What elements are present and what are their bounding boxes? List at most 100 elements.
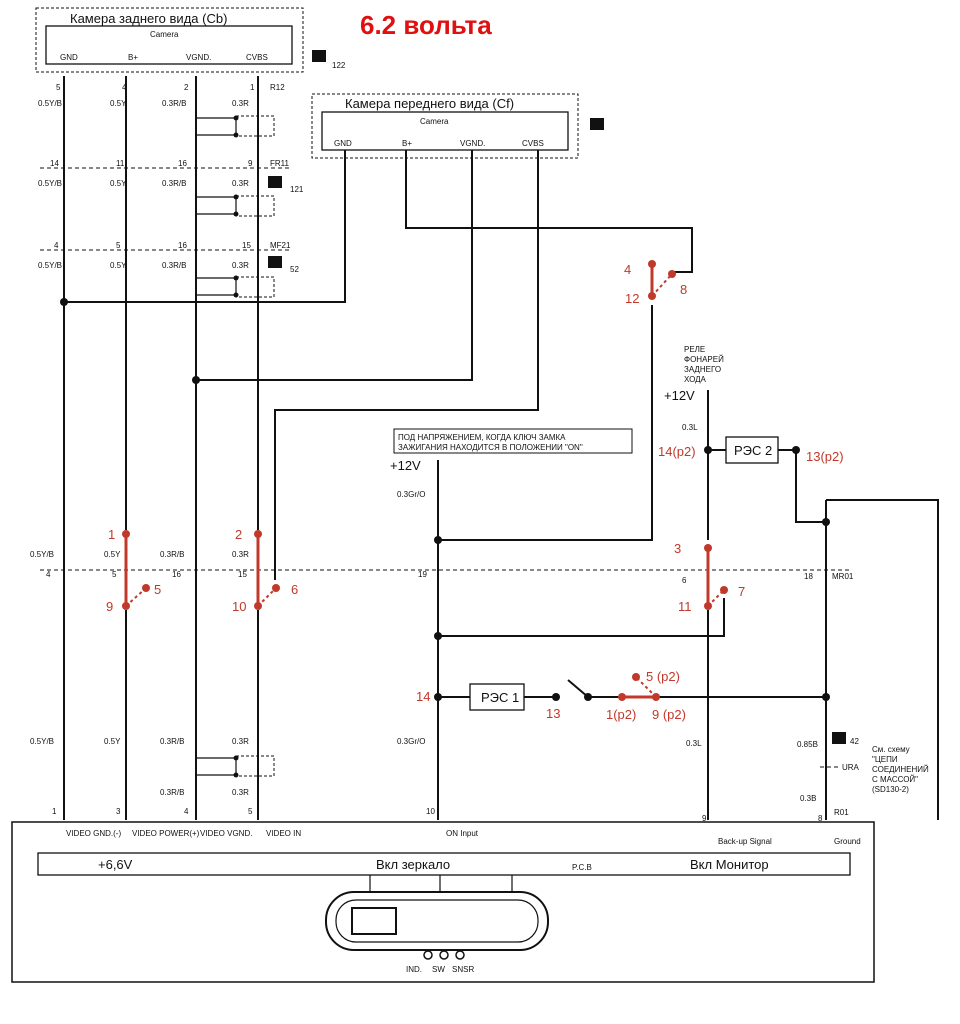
- connector-name: FR11: [270, 159, 290, 168]
- red-label-5p2: 5 (p2): [646, 669, 680, 684]
- relay-lamp-label: ФОНАРЕЙ: [684, 355, 724, 364]
- mirror-screen: [351, 907, 397, 935]
- red-label-14: 14: [416, 689, 430, 704]
- red-label-4: 4: [624, 262, 631, 277]
- wire-label: 0.5Y: [110, 99, 127, 108]
- pin-number: 19: [418, 570, 427, 579]
- ignition-label: ЗАЖИГАНИЯ НАХОДИТСЯ В ПОЛОЖЕНИИ "ON": [398, 443, 583, 452]
- terminal-label: VIDEO VGND.: [200, 829, 252, 838]
- ground-note-line: СОЕДИНЕНИЙ: [872, 765, 929, 774]
- red-label-1: 1: [108, 527, 115, 542]
- wire-label: 0.5Y: [104, 737, 121, 746]
- relay-lamp-voltage: +12V: [664, 388, 695, 403]
- wire-label: 0.5Y/B: [30, 550, 54, 559]
- backup-circuit: РЕЛЕ ФОНАРЕЙ ЗАДНЕГО ХОДА +12V РЭС 2: [664, 345, 939, 820]
- front-pin-cvbs: CVBS: [522, 139, 544, 148]
- pcb-label: P.C.B: [572, 863, 592, 872]
- pin-number: 4: [184, 807, 189, 816]
- connector-name: MR01: [832, 572, 854, 581]
- connector-name: R01: [834, 808, 849, 817]
- red-label-10: 10: [232, 599, 246, 614]
- wire-label: 0.3R: [232, 737, 249, 746]
- mirror-block: VIDEO GND.(-) VIDEO POWER(+) VIDEO VGND.…: [11, 821, 875, 983]
- rear-pin-num-cvbs: 1: [250, 83, 255, 92]
- front-wires: [60, 150, 693, 580]
- rear-pin-bplus: B+: [128, 53, 138, 62]
- wire-label: 0.5Y: [110, 261, 127, 270]
- red-label-14p2: 14(p2): [658, 444, 696, 459]
- terminal-label: ON Input: [446, 829, 479, 838]
- ground-note-line: "ЦЕПИ: [872, 755, 898, 764]
- wire-label: 0.3R: [232, 99, 249, 108]
- mirror-voltage: +6,6V: [98, 857, 133, 872]
- pin-number: 16: [178, 159, 187, 168]
- wire-label: 0.5Y/B: [30, 737, 54, 746]
- pin-number: 6: [682, 576, 687, 585]
- red-label-9p2: 9 (p2): [652, 707, 686, 722]
- wire-label: 0.5Y/B: [38, 99, 62, 108]
- ground-note-line: См. схему: [872, 745, 910, 754]
- rear-view-mirror: [325, 891, 549, 951]
- camera-icon: [268, 176, 282, 188]
- connector-ref: 121: [290, 185, 304, 194]
- terminal-label: Back-up Signal: [718, 837, 772, 846]
- red-label-9: 9: [106, 599, 113, 614]
- wire-label: 0.3L: [686, 739, 702, 748]
- wire-label: 0.5Y/B: [38, 261, 62, 270]
- red-label-13: 13: [546, 706, 560, 721]
- mirror-bottom-label: IND.: [406, 965, 422, 974]
- sensor-icon: [455, 950, 465, 960]
- red-modifications: 1 9 5 2 10 6 4 12 8 3 11 7 14(p2) 13(p2)…: [106, 260, 844, 722]
- pin-number: 5: [112, 570, 117, 579]
- relay-lamp-label: ХОДА: [684, 375, 707, 384]
- rear-pin-vgnd: VGND.: [186, 53, 211, 62]
- wire-label: 0.5Y: [110, 179, 127, 188]
- wire-label: 0.3Gr/O: [397, 737, 425, 746]
- terminal-label: VIDEO GND.(-): [66, 829, 121, 838]
- camera-icon: [832, 732, 846, 744]
- switch-icon: [439, 950, 449, 960]
- mirror-on-label: Вкл зеркало: [376, 857, 450, 872]
- pin-number: 4: [54, 241, 59, 250]
- pin-number: 15: [242, 241, 251, 250]
- pin-number: 9: [702, 814, 707, 823]
- terminal-label: VIDEO POWER(+): [132, 829, 200, 838]
- pin-number: 11: [116, 159, 125, 168]
- wire-label: 0.5Y: [104, 550, 121, 559]
- connector-r01: 1 3 4 5 10 9 8 R01: [40, 807, 850, 823]
- pin-number: 1: [52, 807, 57, 816]
- rear-camera-ref: 122: [332, 61, 346, 70]
- ignition-circuit: ПОД НАПРЯЖЕНИЕМ, КОГДА КЛЮЧ ЗАМКА ЗАЖИГА…: [390, 428, 826, 820]
- connector-ref: 42: [850, 737, 859, 746]
- connector-name: MF21: [270, 241, 291, 250]
- wire-label: 0.3B: [800, 794, 816, 803]
- terminal-label: VIDEO IN: [266, 829, 301, 838]
- front-pin-vgnd: VGND.: [460, 139, 485, 148]
- wire-labels: 0.5Y/B 0.5Y 0.3R/B 0.3R 0.5Y/B 0.5Y 0.3R…: [30, 99, 818, 803]
- ground-note-line: (SD130-2): [872, 785, 909, 794]
- red-label-12: 12: [625, 291, 639, 306]
- camera-icon: [268, 256, 282, 268]
- camera-icon: [590, 118, 604, 130]
- front-camera-block: Камера переднего вида (Cf) Camera GND B+…: [311, 93, 604, 159]
- rear-pin-num-gnd: 5: [56, 83, 61, 92]
- relay-rec2: [725, 436, 779, 464]
- pin-number: 16: [178, 241, 187, 250]
- pin-number: 14: [50, 159, 59, 168]
- camera-icon: [312, 50, 326, 62]
- red-label-6: 6: [291, 582, 298, 597]
- pin-number: 4: [46, 570, 51, 579]
- wire-label: 0.85B: [797, 740, 818, 749]
- rear-pin-cvbs: CVBS: [246, 53, 268, 62]
- ground-note-line: С МАССОЙ": [872, 775, 918, 784]
- pin-number: 8: [818, 814, 823, 823]
- wire-label: 0.3R: [232, 788, 249, 797]
- red-label-2: 2: [235, 527, 242, 542]
- rear-connector-name: R12: [270, 83, 285, 92]
- monitor-on-label: Вкл Монитор: [690, 857, 769, 872]
- pin-number: 16: [172, 570, 181, 579]
- rear-pin-gnd: GND: [60, 53, 78, 62]
- mirror-bottom-label: SW: [432, 965, 445, 974]
- relay-rec1-label: РЭС 1: [481, 690, 519, 705]
